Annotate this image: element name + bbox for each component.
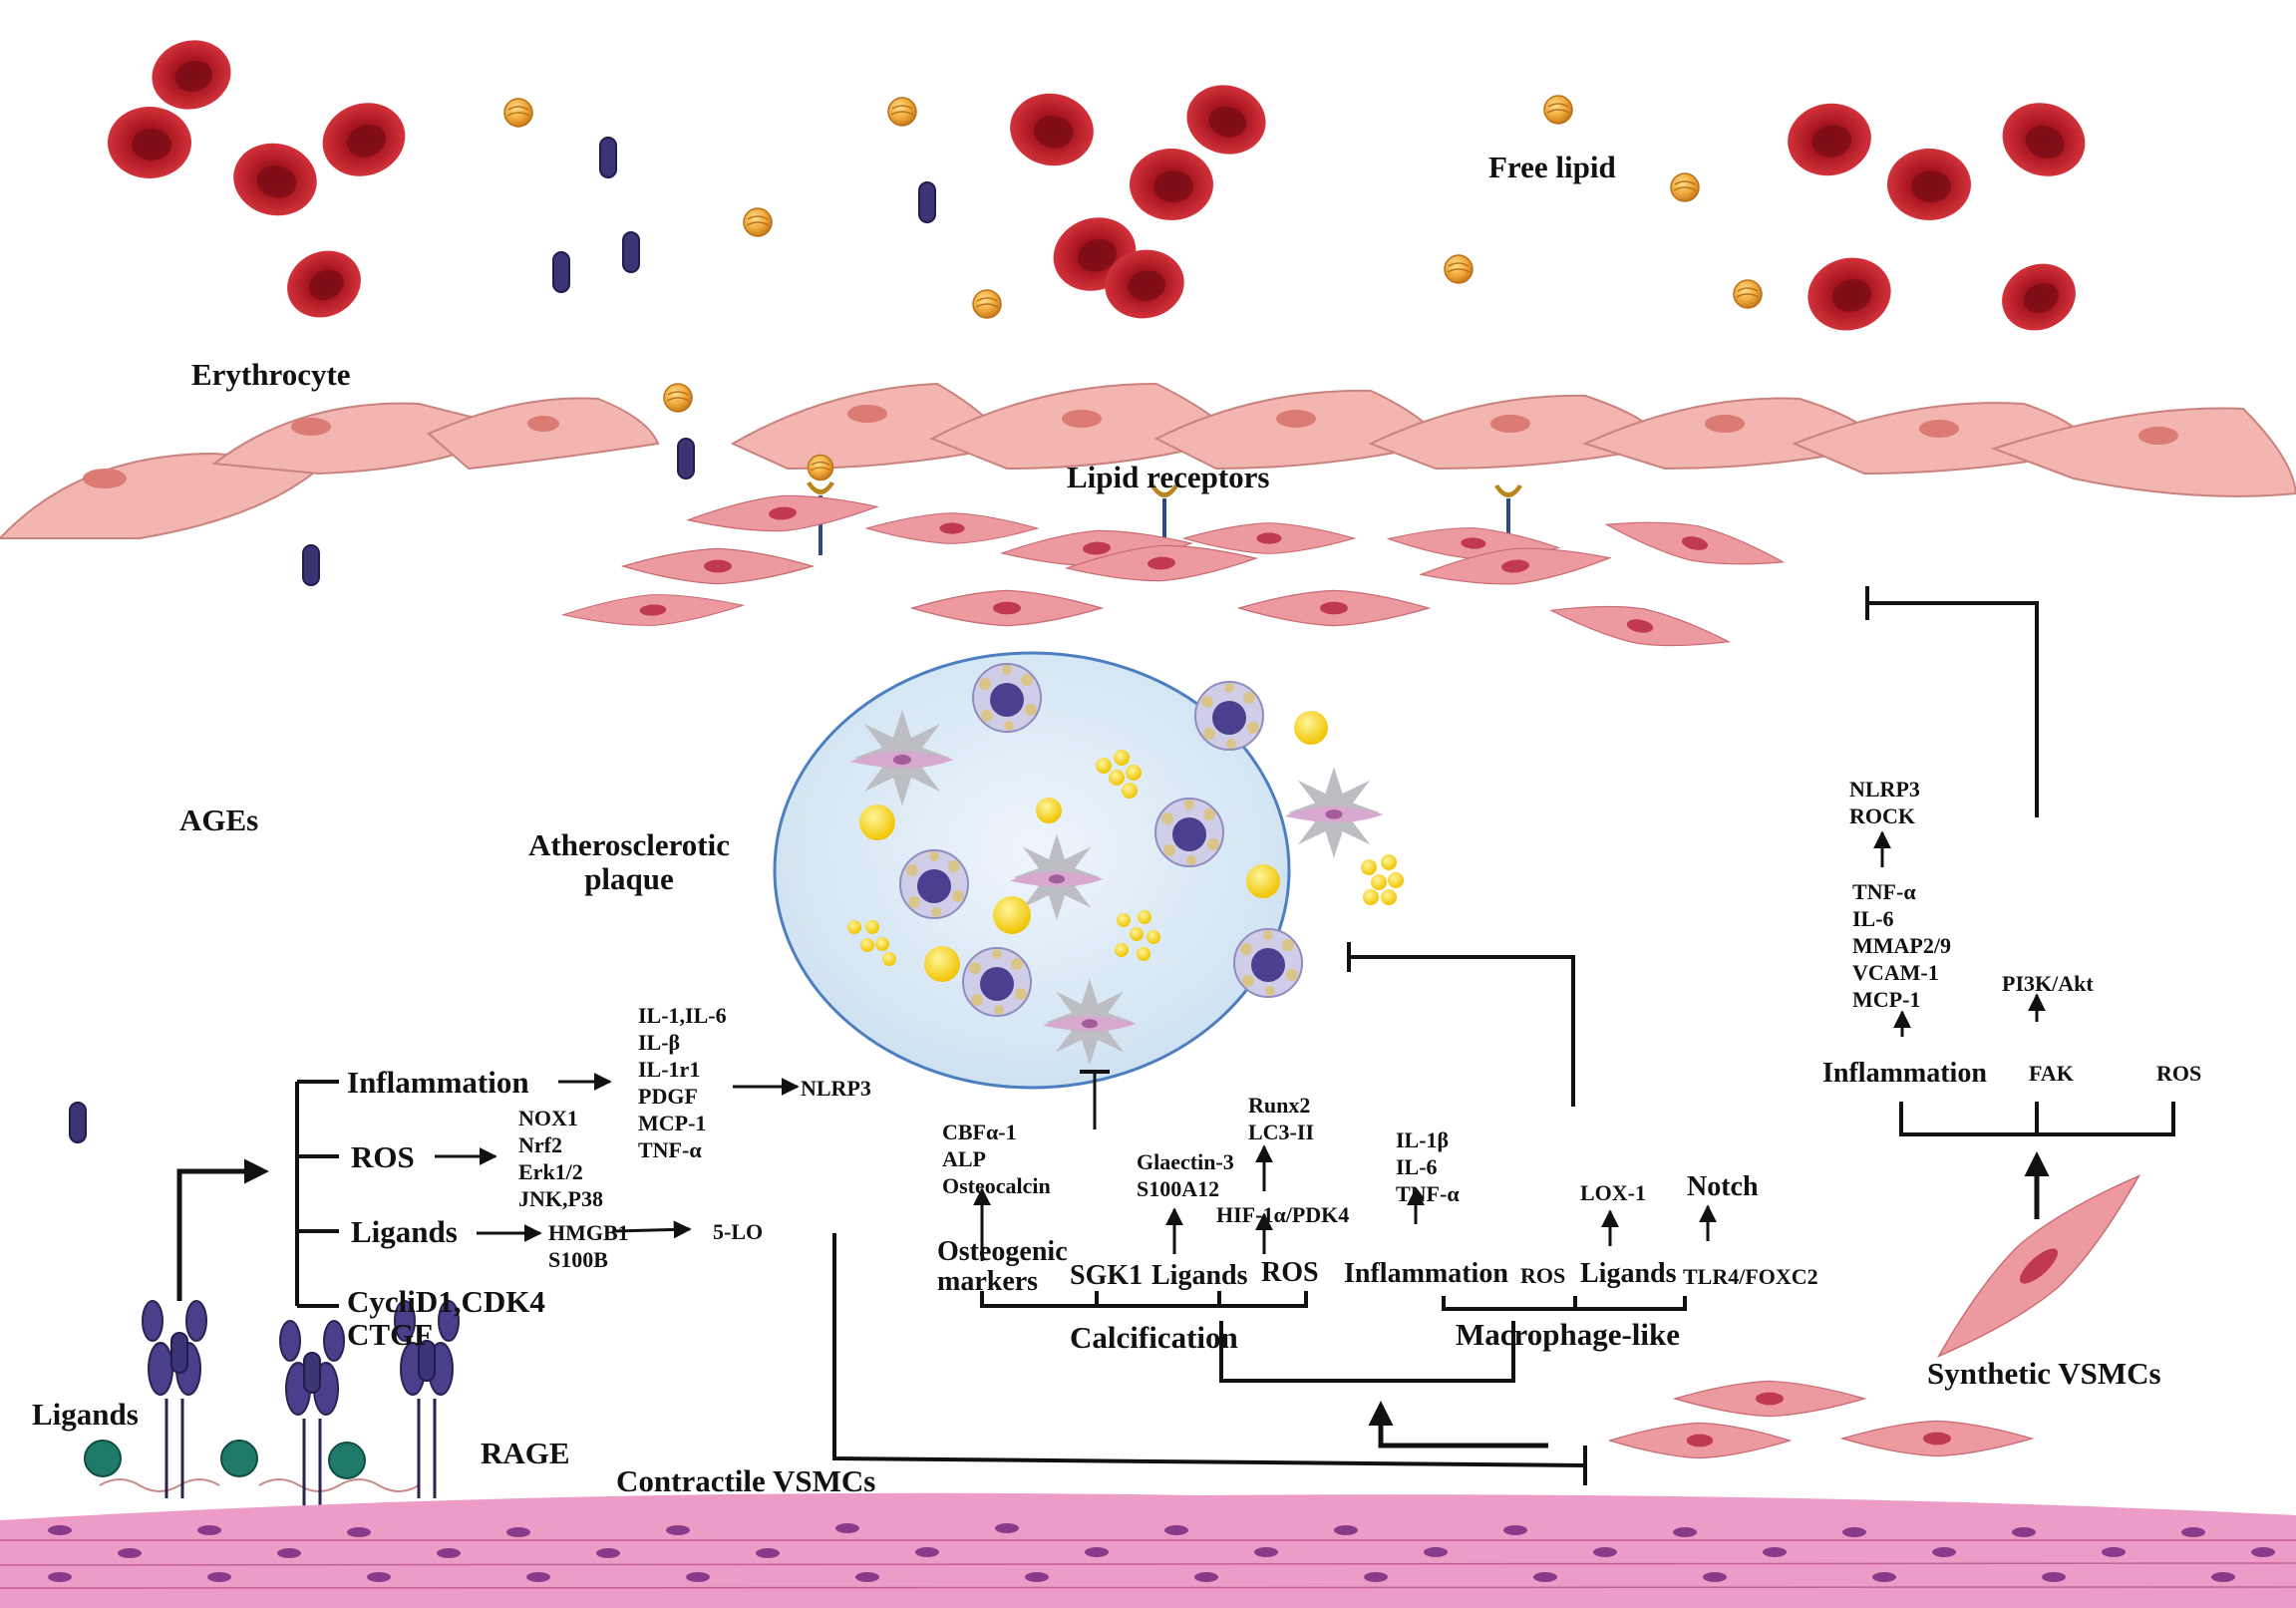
calcification-label: Calcification bbox=[1070, 1320, 1238, 1355]
transitioning-vsmc-cells bbox=[1609, 1380, 2033, 1459]
osteogenic-markers-label: Osteogenic markers bbox=[937, 1238, 1068, 1296]
calcification-ligands-label: Ligands bbox=[1151, 1260, 1248, 1291]
nlrp3-rock-labels: NLRP3 ROCK bbox=[1849, 776, 1920, 829]
osteogenic-markers-line-1: Osteogenic bbox=[937, 1236, 1068, 1267]
pathway-connectors bbox=[176, 586, 2175, 1485]
target-item: LC3-II bbox=[1248, 1120, 1315, 1144]
target-item: MCP-1 bbox=[1852, 987, 1921, 1012]
erythrocyte-cells bbox=[108, 31, 2096, 343]
mediator-item: MCP-1 bbox=[638, 1111, 707, 1135]
plaque-label-line-1: Atherosclerotic bbox=[528, 827, 730, 862]
macrophage-inflammation-targets: IL-1β IL-6 TNF-α bbox=[1396, 1126, 1460, 1207]
target-item: Osteocalcin bbox=[942, 1173, 1051, 1198]
mediator-item: Erk1/2 bbox=[518, 1159, 583, 1184]
target-item: S100A12 bbox=[1137, 1176, 1220, 1201]
erythrocyte-label: Erythrocyte bbox=[191, 357, 351, 392]
hif-targets: Runx2 LC3-II bbox=[1248, 1092, 1314, 1145]
rage-receptors bbox=[84, 1299, 461, 1520]
endothelial-layer bbox=[0, 382, 2296, 539]
target-item: NLRP3 bbox=[1849, 777, 1920, 802]
mediator-item: TNF-α bbox=[638, 1137, 702, 1162]
free-lipid-label: Free lipid bbox=[1488, 150, 1616, 184]
mediator-item: S100B bbox=[548, 1247, 608, 1272]
rage-inflammation-label: Inflammation bbox=[347, 1065, 529, 1100]
lox-1-label: LOX-1 bbox=[1580, 1180, 1646, 1205]
cell-cycle-line-2: CTGF bbox=[347, 1317, 434, 1352]
target-item: VCAM-1 bbox=[1852, 960, 1939, 985]
ages-molecules bbox=[69, 137, 936, 1143]
tlr4-foxc2-label: TLR4/FOXC2 bbox=[1683, 1264, 1818, 1289]
calcification-ros-label: ROS bbox=[1261, 1257, 1319, 1288]
rage-label: RAGE bbox=[481, 1436, 570, 1470]
mediator-item: PDGF bbox=[638, 1084, 698, 1109]
mediator-item: IL-1,IL-6 bbox=[638, 1003, 727, 1028]
rage-ligands-label: Ligands bbox=[351, 1214, 458, 1249]
cell-cycle-labels: CycliD1,CDK4 CTGF bbox=[347, 1286, 545, 1350]
ligands-label: Ligands bbox=[32, 1397, 139, 1432]
fak-label: FAK bbox=[2029, 1061, 2074, 1086]
target-item: ROCK bbox=[1849, 804, 1915, 828]
atherosclerotic-plaque-label: Atherosclerotic plaque bbox=[528, 829, 730, 894]
target-item: TNF-α bbox=[1852, 879, 1916, 904]
macrophage-inflammation-label: Inflammation bbox=[1344, 1258, 1508, 1289]
hif-label: HIF-1α/PDK4 bbox=[1216, 1202, 1350, 1227]
target-item: Runx2 bbox=[1248, 1093, 1311, 1118]
mediator-item: NOX1 bbox=[518, 1106, 578, 1130]
macrophage-ligands-label: Ligands bbox=[1580, 1258, 1677, 1289]
intimal-vsmc-cells bbox=[561, 488, 1788, 660]
macrophage-ros-label: ROS bbox=[1520, 1263, 1566, 1288]
contractile-vsmcs-label: Contractile VSMCs bbox=[616, 1463, 876, 1498]
mediator-item: JNK,P38 bbox=[518, 1186, 603, 1211]
cell-cycle-line-1: CycliD1,CDK4 bbox=[347, 1284, 545, 1319]
target-item: IL-6 bbox=[1396, 1154, 1438, 1179]
rage-nlrp3-label: NLRP3 bbox=[801, 1076, 871, 1101]
synthetic-inflammation-label: Inflammation bbox=[1822, 1058, 1987, 1089]
target-item: MMAP2/9 bbox=[1852, 933, 1951, 958]
synthetic-ros-label: ROS bbox=[2156, 1061, 2202, 1086]
lipid-receptors-label: Lipid receptors bbox=[1067, 460, 1270, 494]
osteogenic-markers-line-2: markers bbox=[937, 1266, 1039, 1297]
target-item: ALP bbox=[942, 1146, 986, 1171]
mediator-item: IL-β bbox=[638, 1030, 681, 1055]
five-lo-label: 5-LO bbox=[713, 1219, 764, 1244]
target-item: IL-6 bbox=[1852, 906, 1894, 931]
synthetic-inflammation-targets: TNF-α IL-6 MMAP2/9 VCAM-1 MCP-1 bbox=[1852, 878, 1951, 1013]
macrophage-like-label: Macrophage-like bbox=[1456, 1317, 1681, 1352]
rage-ligand-mediators: HMGB1 S100B bbox=[548, 1219, 629, 1273]
target-item: Glaectin-3 bbox=[1137, 1149, 1234, 1174]
rage-ros-label: ROS bbox=[351, 1139, 415, 1174]
rage-ros-mediators: NOX1 Nrf2 Erk1/2 JNK,P38 bbox=[518, 1105, 603, 1212]
osteogenic-targets: CBFα-1 ALP Osteocalcin bbox=[942, 1119, 1051, 1199]
mediator-item: HMGB1 bbox=[548, 1220, 629, 1245]
synthetic-vsmc-cell bbox=[1936, 1174, 2141, 1358]
pi3k-akt-label: PI3K/Akt bbox=[2002, 971, 2094, 996]
atherosclerotic-plaque bbox=[773, 651, 1404, 1090]
mediator-item: Nrf2 bbox=[518, 1132, 562, 1157]
calcification-ligand-targets: Glaectin-3 S100A12 bbox=[1137, 1148, 1234, 1202]
target-item: TNF-α bbox=[1396, 1181, 1460, 1206]
target-item: IL-1β bbox=[1396, 1127, 1450, 1152]
notch-label: Notch bbox=[1687, 1171, 1759, 1202]
target-item: CBFα-1 bbox=[942, 1120, 1017, 1144]
contractile-vsmc-layer bbox=[0, 1492, 2296, 1608]
rage-inflammation-mediators: IL-1,IL-6 IL-β IL-1r1 PDGF MCP-1 TNF-α bbox=[638, 1002, 727, 1163]
plaque-label-line-2: plaque bbox=[584, 861, 674, 896]
mediator-item: IL-1r1 bbox=[638, 1057, 701, 1082]
sgk1-label: SGK1 bbox=[1070, 1260, 1144, 1291]
ages-label: AGEs bbox=[179, 803, 259, 837]
synthetic-vsmcs-label: Synthetic VSMCs bbox=[1927, 1356, 2161, 1391]
